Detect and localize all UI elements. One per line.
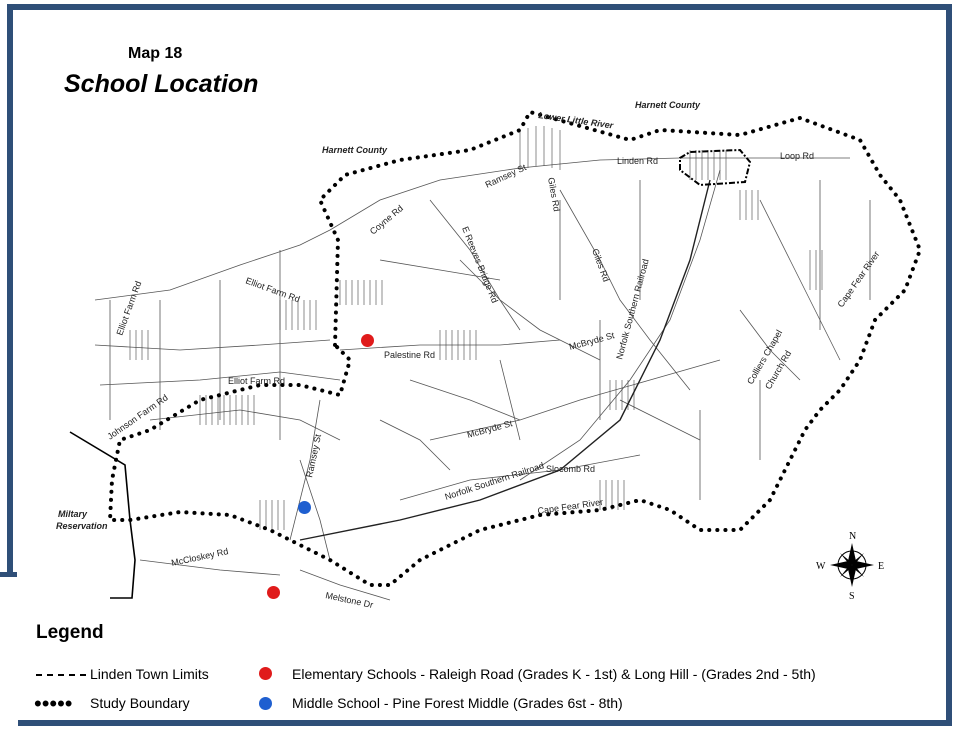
road-cape-fear-river-1: Cape Fear River bbox=[537, 497, 604, 516]
road-mcbryde-st-2: McBryde St bbox=[466, 418, 514, 440]
road-giles-rd-1: Giles Rd bbox=[546, 177, 562, 213]
road-norfolk-railroad-1: Norfolk Southern Railroad bbox=[614, 258, 650, 361]
road-ramsey-st-2: Ramsey St bbox=[304, 433, 323, 479]
road-loop-rd: Loop Rd bbox=[780, 151, 814, 161]
legend-middle-symbol bbox=[259, 697, 272, 710]
school-marker-elementary-raleigh-road[interactable] bbox=[361, 334, 374, 347]
road-ramsey-st: Ramsey St bbox=[484, 162, 529, 190]
legend-study-boundary-symbol: ••••• bbox=[34, 691, 73, 716]
legend-study-boundary-label: Study Boundary bbox=[90, 695, 190, 711]
road-coyne-rd: Coyne Rd bbox=[368, 203, 405, 236]
road-slocomb-rd: Slocomb Rd bbox=[546, 464, 595, 474]
road-e-reeves-bridge-rd: E Reeves Bridge Rd bbox=[460, 225, 500, 304]
linden-town-limits bbox=[679, 148, 752, 187]
road-elliot-farm-rd-3: Elliot Farm Rd bbox=[228, 376, 285, 386]
subdivision-parcels bbox=[129, 126, 823, 530]
school-marker-middle-pine-forest[interactable] bbox=[298, 501, 311, 514]
frame-notch-edge bbox=[0, 572, 17, 578]
legend-town-limits-label: Linden Town Limits bbox=[90, 666, 209, 682]
label-harnett-west: Harnett County bbox=[322, 145, 388, 155]
road-palestine-rd: Palestine Rd bbox=[384, 350, 435, 360]
map-frame bbox=[7, 4, 952, 726]
road-linden-rd: Linden Rd bbox=[617, 156, 658, 166]
road-network bbox=[94, 157, 871, 601]
road-mccloskey-rd: McCloskey Rd bbox=[170, 546, 229, 568]
label-harnett-north: Harnett County bbox=[635, 100, 701, 110]
legend-title: Legend bbox=[36, 622, 104, 643]
label-military-1: Miltary bbox=[58, 509, 88, 519]
compass-s: S bbox=[849, 591, 855, 602]
military-reservation-boundary bbox=[69, 431, 136, 599]
road-mcbryde-st-1: McBryde St bbox=[568, 330, 616, 352]
road-elliot-farm-rd-1: Elliot Farm Rd bbox=[244, 275, 301, 304]
compass-w: W bbox=[816, 561, 826, 572]
map-number: Map 18 bbox=[128, 45, 183, 62]
label-military-2: Reservation bbox=[56, 521, 108, 531]
study-boundary bbox=[107, 109, 923, 587]
compass-rose: N S E W bbox=[816, 531, 884, 602]
road-giles-rd-2: Giles Rd bbox=[590, 247, 611, 283]
legend-town-limits-symbol bbox=[36, 674, 86, 676]
label-lower-little-river: Lower Little River bbox=[538, 110, 615, 130]
school-marker-elementary-long-hill[interactable] bbox=[267, 586, 280, 599]
frame-notch bbox=[0, 577, 18, 737]
road-elliot-farm-rd-2: Elliot Farm Rd bbox=[114, 280, 143, 337]
compass-e: E bbox=[878, 561, 884, 572]
legend-middle-label: Middle School - Pine Forest Middle (Grad… bbox=[292, 695, 623, 711]
legend-elementary-symbol bbox=[259, 667, 272, 680]
road-cape-fear-river-2: Cape Fear River bbox=[835, 249, 881, 309]
norfolk-southern-railroad-line bbox=[299, 179, 711, 541]
compass-n: N bbox=[849, 531, 856, 542]
legend-elementary-label: Elementary Schools - Raleigh Road (Grade… bbox=[292, 666, 816, 682]
map-title: School Location bbox=[64, 70, 259, 98]
